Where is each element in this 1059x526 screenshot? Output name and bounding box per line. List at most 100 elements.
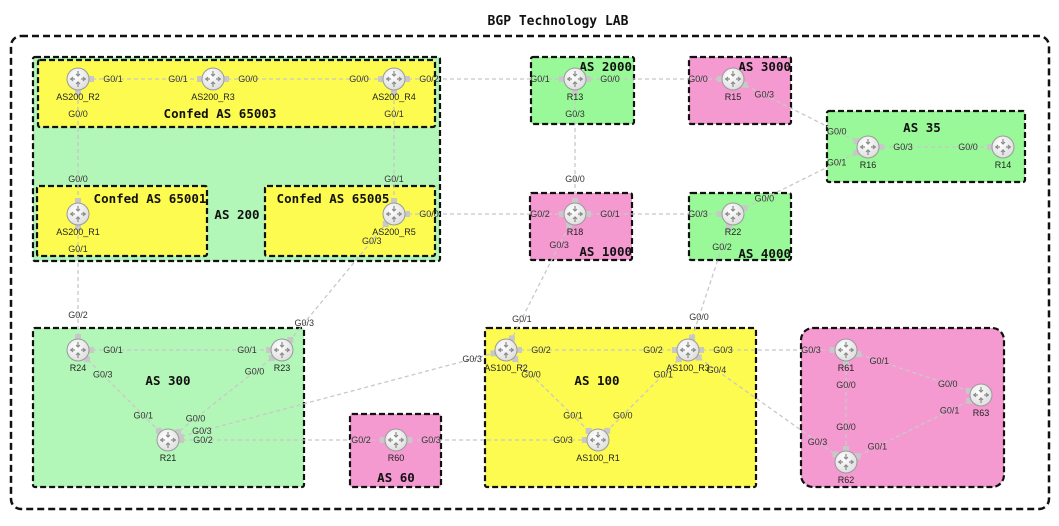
port-marker: [741, 81, 748, 88]
port-marker: [672, 347, 678, 353]
router-R22[interactable]: R22: [721, 202, 745, 237]
link-R23-R21[interactable]: [167, 349, 283, 441]
interface-label-R63: G0/1: [940, 406, 960, 416]
router-R14[interactable]: R14: [991, 135, 1015, 170]
router-name: R23: [274, 363, 291, 373]
router-AS100_R1[interactable]: AS100_R1: [576, 428, 620, 463]
interface-label-R23: G0/0: [245, 367, 265, 377]
interface-label-AS100_R3: G0/0: [689, 312, 709, 322]
router-AS200_R5[interactable]: AS200_R5: [372, 202, 416, 237]
interface-label-R14: G0/0: [958, 142, 978, 152]
interface-label-R13: G0/0: [600, 74, 620, 84]
zone-as100: [483, 326, 758, 489]
router-name: AS200_R4: [372, 92, 416, 102]
router-R24[interactable]: R24: [66, 338, 90, 373]
port-marker: [512, 356, 519, 363]
router-name: AS100_R3: [666, 363, 710, 373]
router-icon: [156, 428, 180, 452]
router-name: R62: [838, 475, 855, 485]
interface-label-AS100_R3: G0/2: [643, 345, 663, 355]
router-arrows-icon: [567, 71, 583, 87]
zone-label-c65003: Confed AS 65003: [164, 106, 277, 121]
router-AS200_R3[interactable]: AS200_R3: [191, 67, 235, 102]
interface-label-R16: G0/3: [893, 142, 913, 152]
port-marker: [585, 427, 592, 434]
port-marker: [75, 198, 81, 204]
router-arrows-icon: [274, 342, 290, 358]
link-AS100_R3-AS100_R1[interactable]: [597, 349, 689, 441]
interface-label-AS100_R2: G0/3: [462, 354, 482, 364]
interface-label-AS200_R5: G0/3: [362, 236, 382, 246]
interface-label-AS200_R1: G0/0: [68, 174, 88, 184]
router-R21[interactable]: R21: [156, 428, 180, 463]
port-marker: [832, 451, 839, 458]
zone-label-as1000: AS 1000: [579, 244, 632, 259]
port-marker: [391, 198, 397, 204]
router-icon: [563, 67, 587, 91]
zone-label-c65001: Confed AS 65001: [94, 191, 207, 206]
router-icon: [494, 338, 518, 362]
port-marker: [516, 347, 522, 353]
interface-label-R62: G0/0: [836, 422, 856, 432]
router-R61[interactable]: R61: [834, 338, 858, 373]
link-AS200_R5-R23[interactable]: [281, 213, 395, 351]
port-marker: [490, 350, 497, 357]
interface-label-R15: G0/3: [755, 90, 775, 100]
router-name: AS100_R1: [576, 453, 620, 463]
router-name: R61: [838, 363, 855, 373]
port-marker: [725, 223, 732, 230]
link-R61-R63[interactable]: [845, 349, 982, 396]
router-AS200_R2[interactable]: AS200_R2: [56, 67, 100, 102]
router-AS100_R2[interactable]: AS100_R2: [484, 338, 528, 373]
interface-label-R21: G0/1: [133, 410, 153, 420]
interface-label-R23: G0/3: [294, 318, 314, 328]
interface-label-R24: G0/3: [93, 370, 113, 380]
interface-label-R21: G0/0: [186, 413, 206, 423]
router-icon: [382, 202, 406, 226]
router-arrows-icon: [70, 342, 86, 358]
link-AS100_R2-AS100_R1[interactable]: [505, 349, 599, 441]
router-icon: [834, 450, 858, 474]
interface-label-R60: G0/3: [421, 435, 441, 445]
router-icon: [676, 338, 700, 362]
port-marker: [178, 437, 184, 443]
router-R13[interactable]: R13: [563, 67, 587, 102]
interface-label-R62: G0/3: [808, 437, 828, 447]
router-arrows-icon: [386, 71, 402, 87]
router-AS200_R4[interactable]: AS200_R4: [372, 67, 416, 102]
port-marker: [566, 222, 573, 229]
router-icon: [270, 338, 294, 362]
router-arrows-icon: [386, 206, 402, 222]
link-R21-AS100_R2[interactable]: [167, 349, 507, 441]
router-icon: [382, 67, 406, 91]
router-AS200_R1[interactable]: AS200_R1: [56, 202, 100, 237]
zone-label-as100: AS 100: [574, 373, 619, 388]
port-marker: [717, 76, 723, 82]
router-R62[interactable]: R62: [834, 450, 858, 485]
interface-label-R61: G0/3: [801, 345, 821, 355]
interface-label-R21: G0/3: [192, 426, 212, 436]
router-R63[interactable]: R63: [969, 383, 993, 418]
router-R23[interactable]: R23: [270, 338, 294, 373]
port-marker: [585, 76, 591, 82]
port-marker: [508, 335, 515, 342]
port-marker: [75, 224, 81, 230]
zone-as1000: [528, 191, 634, 262]
link-R24-R21[interactable]: [77, 349, 169, 441]
router-R15[interactable]: R15: [721, 67, 745, 102]
router-icon: [66, 338, 90, 362]
link-R18-AS100_R2[interactable]: [505, 213, 576, 351]
link-R22-AS100_R3[interactable]: [687, 213, 734, 351]
router-R60[interactable]: R60: [384, 428, 408, 463]
router-R16[interactable]: R16: [856, 135, 880, 170]
router-arrows-icon: [70, 71, 86, 87]
interface-label-R24: G0/1: [103, 345, 123, 355]
port-marker: [582, 437, 588, 443]
port-marker: [572, 89, 578, 95]
link-AS100_R3-R62[interactable]: [687, 349, 847, 463]
zone-label-as2000: AS 2000: [579, 59, 632, 74]
router-R18[interactable]: R18: [563, 202, 587, 237]
router-AS100_R3[interactable]: AS100_R3: [666, 338, 710, 373]
router-icon: [66, 202, 90, 226]
port-marker: [75, 89, 81, 95]
